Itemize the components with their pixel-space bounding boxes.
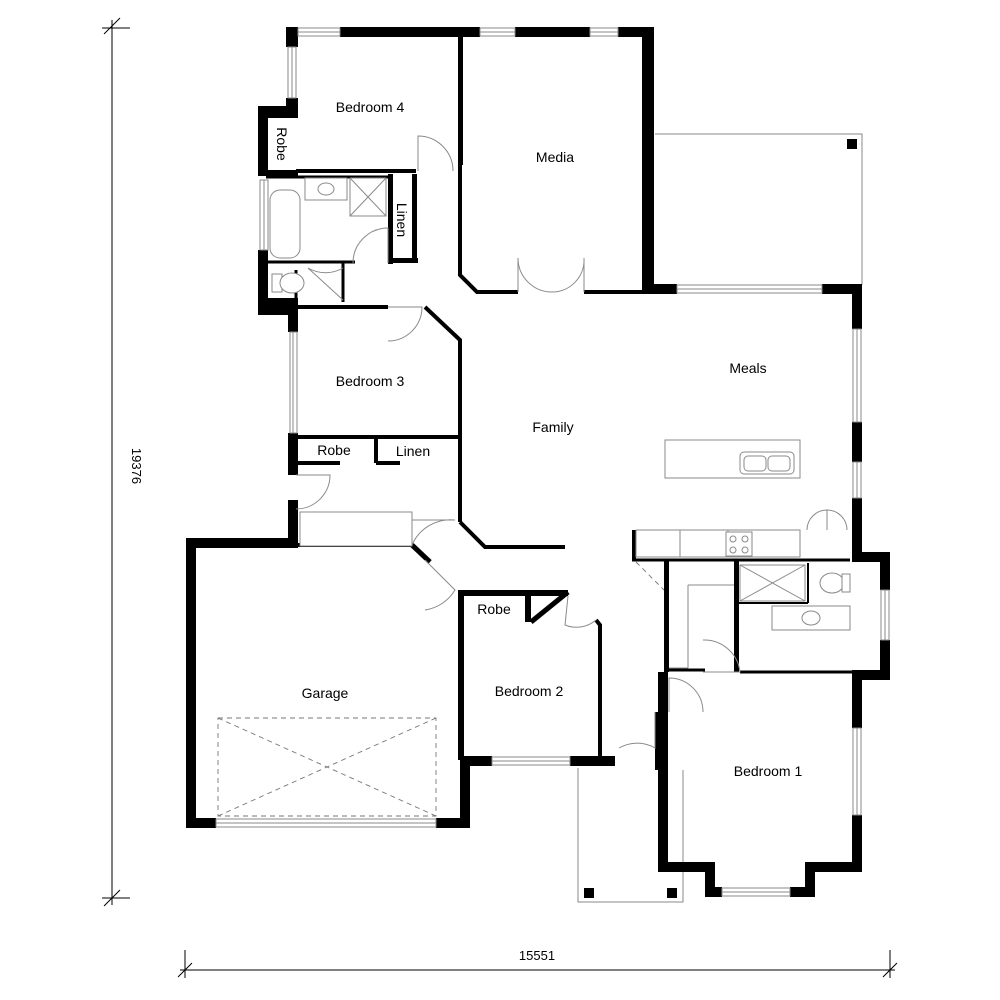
width-dimension-label: 15551 (519, 948, 555, 963)
porch-post-left (584, 888, 594, 898)
garage-door-outline (217, 717, 437, 817)
interior-walls (262, 35, 855, 760)
height-dimension: 19376 (102, 17, 144, 907)
exterior-walls (186, 27, 890, 897)
room-label-meals: Meals (729, 360, 766, 376)
fixtures (217, 177, 851, 817)
ensuite-toilet (819, 572, 845, 594)
porch-outline (577, 768, 684, 903)
room-label-bedroom4: Bedroom 4 (336, 99, 405, 115)
room-label-bedroom3: Bedroom 3 (336, 373, 405, 389)
room-label-robe-bed3: Robe (317, 442, 351, 458)
room-label-linen-hall: Linen (396, 443, 430, 459)
windows (215, 27, 890, 897)
room-label-robe-bed4: Robe (274, 127, 290, 161)
room-label-robe-bed2: Robe (477, 601, 511, 617)
room-label-family: Family (532, 419, 573, 435)
bathtub (269, 189, 301, 259)
cooktop (725, 531, 753, 557)
room-label-bedroom1: Bedroom 1 (734, 763, 803, 779)
room-label-bedroom2: Bedroom 2 (495, 683, 564, 699)
alfresco-post (847, 139, 857, 149)
alfresco-outline (655, 133, 863, 285)
doors (295, 135, 848, 749)
room-labels: Bedroom 4 Robe Linen Media Meals Bedroom… (274, 99, 802, 779)
porch-post-right (667, 888, 677, 898)
room-label-garage: Garage (302, 685, 349, 701)
height-dimension-label: 19376 (129, 448, 144, 484)
room-label-media: Media (536, 149, 574, 165)
room-label-linen-bath: Linen (394, 203, 410, 237)
width-dimension: 15551 (177, 948, 898, 978)
